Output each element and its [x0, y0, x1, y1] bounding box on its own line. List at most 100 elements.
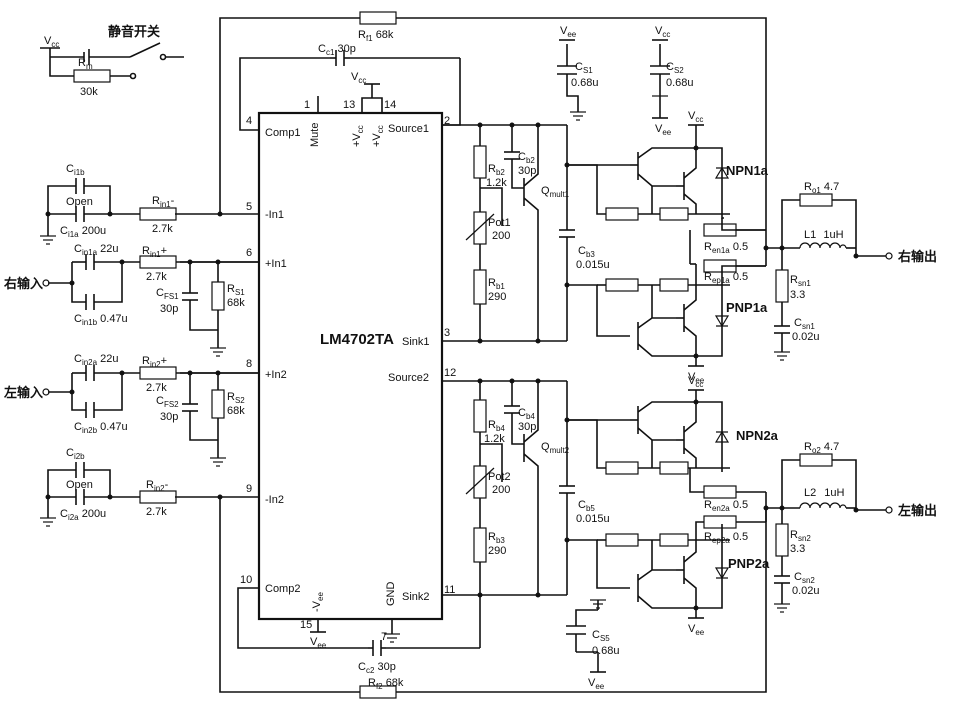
open-label: Open [66, 479, 93, 491]
pin-number: 8 [246, 358, 252, 370]
cb3-value: 0.015u [576, 259, 610, 271]
cin1b-label: Cin1b 0.47u [74, 313, 128, 327]
cc1-label: Cc1 30p [318, 43, 356, 57]
pin-source1-label: Source1 [388, 123, 429, 135]
potentiometer-pot1 [473, 211, 487, 245]
bias-network-1 [479, 125, 575, 341]
left-output-terminal[interactable] [885, 506, 893, 514]
rin2-plus-label: Rin2+ [142, 355, 167, 369]
right-input-terminal[interactable] [42, 279, 50, 287]
output-stage-2 [567, 390, 730, 618]
pot2-label: Pot2 [488, 471, 511, 483]
ic-name: LM4702TA [320, 331, 394, 348]
rf2-label: Rf2 68k [368, 677, 404, 691]
pin-number: 2 [444, 115, 450, 127]
diode-icon [714, 430, 730, 443]
rin1-plus-label: Rin1+ [142, 245, 167, 259]
cb2-value: 30p [518, 165, 536, 177]
pin-number: 3 [444, 327, 450, 339]
ground-icon [590, 599, 606, 609]
rin2-minus-value: 2.7k [146, 506, 167, 518]
ground-icon [570, 111, 586, 121]
ro2-label: Ro2 4.7 [804, 441, 839, 455]
capacitor-cc1 [330, 50, 350, 66]
pin-number: 1 [304, 99, 310, 111]
diode-icon [714, 166, 730, 179]
cfs2-value: 30p [160, 411, 178, 423]
rsn2-value: 3.3 [790, 543, 805, 555]
pin-mute-label: Mute [309, 123, 321, 147]
right-output-terminal[interactable] [885, 252, 893, 260]
resistor-emitter-p2 [659, 533, 689, 547]
resistor-rs1 [211, 281, 225, 311]
vcc-label: Vcc [655, 25, 670, 39]
ground-icon [384, 633, 400, 643]
resistor-rsn2 [775, 523, 789, 557]
cb5-value: 0.015u [576, 513, 610, 525]
rin1-minus-value: 2.7k [152, 223, 173, 235]
resistor-rin1-plus [139, 255, 177, 269]
csn2-label: Csn2 [794, 571, 815, 585]
ic-body [257, 111, 444, 621]
rb4-label: Rb4 [488, 419, 505, 433]
pin-in2p-label: +In2 [265, 369, 287, 381]
ground-icon [774, 351, 790, 361]
right-input-label: 右输入 [3, 276, 43, 291]
vee-label: Vee [655, 123, 672, 137]
cfs2-label: CFS2 [156, 395, 179, 409]
csn2-value: 0.02u [792, 585, 820, 597]
cfs1-value: 30p [160, 303, 178, 315]
capacitor-cs5 [566, 600, 599, 672]
ci2b-label: Ci2b [66, 447, 85, 461]
pin-number: 12 [444, 367, 456, 379]
cs5-label: CS5 [592, 629, 610, 643]
resistor-rin1-minus [139, 207, 177, 221]
csn1-value: 0.02u [792, 331, 820, 343]
resistor-emitter-n2 [659, 461, 689, 475]
npn1a-label: NPN1a [726, 163, 769, 178]
qmult2-label: Qmult2 [541, 441, 570, 455]
ground-icon [210, 347, 226, 357]
capacitor-cs1 [557, 44, 579, 112]
left-output-label: 左输出 [898, 503, 937, 518]
cs2-label: CS2 [666, 61, 684, 75]
pot2-value: 200 [492, 484, 510, 496]
inductor-l2 [799, 502, 847, 509]
potentiometer-pot2 [473, 465, 487, 499]
junction-dots [45, 122, 859, 611]
resistor-rf1 [359, 11, 397, 25]
vcc-label: Vcc [351, 71, 366, 85]
ci1b-label: Ci1b [66, 163, 85, 177]
ren2a-label: Ren2a 0.5 [704, 499, 748, 513]
pin-in1n-label: -In1 [265, 209, 284, 221]
resistor-rb2 [473, 145, 487, 179]
rin1-plus-value: 2.7k [146, 271, 167, 283]
rep2a-label: Rep2a 0.5 [704, 531, 748, 545]
vee-label: Vee [688, 371, 705, 385]
vee-label: Vee [588, 677, 605, 691]
vcc-label: Vcc [688, 110, 703, 124]
pin-in2n-label: -In2 [265, 494, 284, 506]
rs2-label: RS2 [227, 391, 245, 405]
bias-network-2 [479, 381, 575, 595]
pin-vee-label: -Vee [311, 592, 325, 612]
resistor-base-p1 [605, 278, 639, 292]
rb1-label: Rb1 [488, 277, 505, 291]
pin-vcc13-label: +Vcc [351, 125, 365, 147]
resistor-rsn1 [775, 269, 789, 303]
resistor-rin2-plus [139, 366, 177, 380]
pin-source2-label: Source2 [388, 372, 429, 384]
pin-sink1-label: Sink1 [402, 336, 430, 348]
cin2a-label: Cin2a 22u [74, 353, 119, 367]
output-filter-2 [736, 459, 886, 604]
resistor-base-p2 [605, 533, 639, 547]
resistor-ro2 [799, 453, 833, 467]
ground-icon [40, 517, 56, 527]
vcc-label: Vcc [688, 375, 703, 389]
npn2a-label: NPN2a [736, 428, 779, 443]
resistor-ren2a [703, 485, 737, 499]
left-input-terminal[interactable] [42, 388, 50, 396]
cb4-value: 30p [518, 421, 536, 433]
